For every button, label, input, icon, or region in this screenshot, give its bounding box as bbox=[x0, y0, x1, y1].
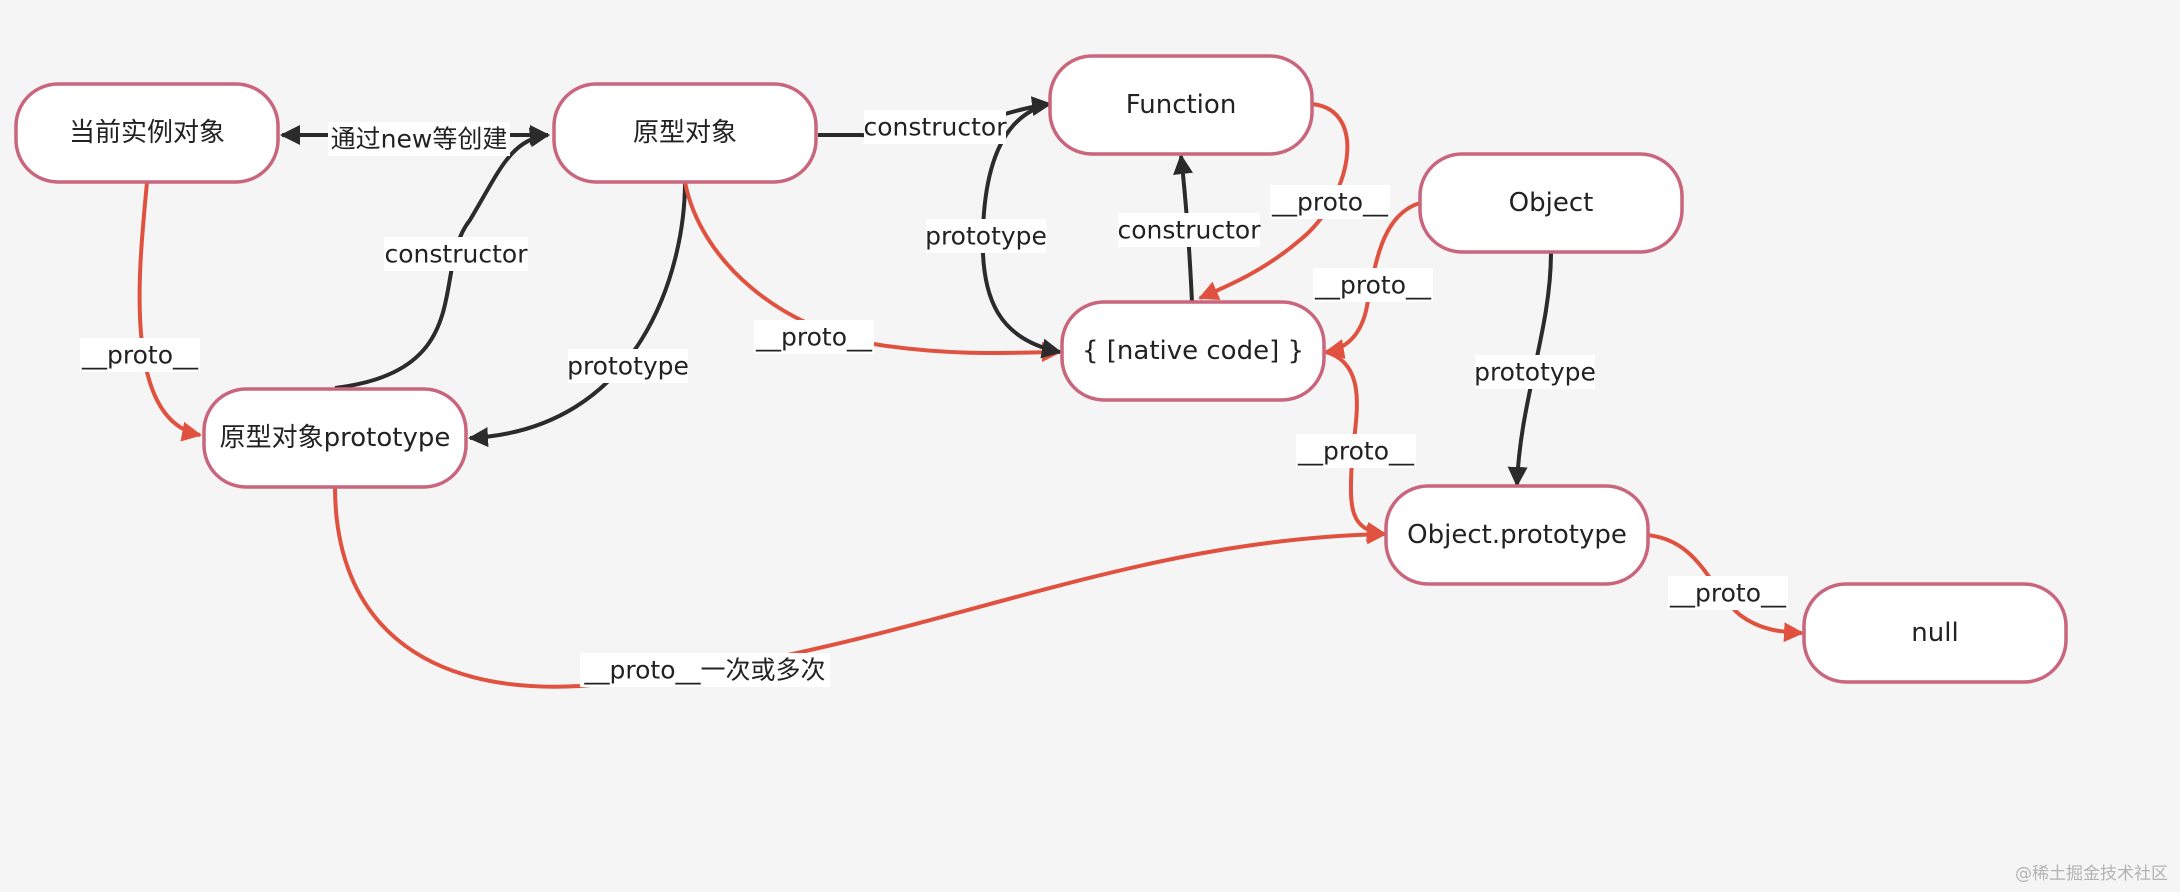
label-protoproto-chain: __proto__一次或多次 bbox=[580, 653, 830, 687]
label-object-prototype-link: prototype bbox=[1474, 355, 1596, 389]
svg-text:原型对象prototype: 原型对象prototype bbox=[220, 423, 451, 453]
label-function-proto: __proto__ bbox=[1270, 185, 1390, 219]
node-prototype-object: 原型对象 bbox=[552, 82, 818, 184]
svg-text:当前实例对象: 当前实例对象 bbox=[69, 118, 225, 148]
svg-text:Object: Object bbox=[1509, 188, 1594, 218]
svg-text:Object.prototype: Object.prototype bbox=[1407, 520, 1627, 550]
svg-text:__proto__: __proto__ bbox=[81, 341, 198, 370]
edge-instance-proto bbox=[137, 181, 202, 442]
svg-text:通过new等创建: 通过new等创建 bbox=[331, 125, 508, 154]
node-null: null bbox=[1802, 582, 2068, 684]
label-proto-prototype: prototype bbox=[567, 349, 689, 383]
label-proto-obj-constructor: constructor bbox=[864, 110, 1008, 144]
svg-text:原型对象: 原型对象 bbox=[633, 118, 737, 148]
svg-text:__proto__: __proto__ bbox=[755, 323, 872, 352]
node-object: Object bbox=[1418, 152, 1684, 254]
node-object-prototype: Object.prototype bbox=[1384, 484, 1650, 586]
svg-text:constructor: constructor bbox=[864, 113, 1008, 142]
watermark: @稀土掘金技术社区 bbox=[2015, 864, 2168, 884]
label-created-via-new: 通过new等创建 bbox=[328, 122, 510, 156]
node-function: Function bbox=[1048, 54, 1314, 156]
edge-protoproto-chain bbox=[333, 486, 1387, 689]
label-object-proto: __proto__ bbox=[1313, 268, 1433, 302]
node-instance: 当前实例对象 bbox=[14, 82, 280, 184]
label-proto-obj-to-native: __proto__ bbox=[754, 320, 874, 354]
svg-text:prototype: prototype bbox=[1474, 358, 1596, 387]
svg-text:__proto__: __proto__ bbox=[1314, 271, 1431, 300]
svg-text:__proto__一次或多次: __proto__一次或多次 bbox=[584, 656, 826, 685]
edge-proto-prototype bbox=[468, 181, 687, 448]
edge-object-prototype-null bbox=[1646, 533, 1804, 643]
svg-text:prototype: prototype bbox=[567, 352, 689, 381]
node-prototype-object-prototype: 原型对象prototype bbox=[202, 387, 468, 489]
svg-text:__proto__: __proto__ bbox=[1271, 188, 1388, 217]
label-native-proto: __proto__ bbox=[1296, 434, 1416, 468]
svg-text:Function: Function bbox=[1126, 90, 1237, 120]
label-native-constructor: constructor bbox=[1118, 213, 1262, 247]
svg-text:prototype: prototype bbox=[925, 222, 1047, 251]
svg-text:__proto__: __proto__ bbox=[1669, 579, 1786, 608]
edge-function-proto bbox=[1198, 102, 1350, 301]
svg-text:{ [native code] }: { [native code] } bbox=[1082, 336, 1304, 366]
label-instance-proto: __proto__ bbox=[80, 338, 200, 372]
svg-text:null: null bbox=[1911, 618, 1958, 648]
label-function-prototype: prototype bbox=[925, 219, 1047, 253]
node-native-code: { [native code] } bbox=[1060, 300, 1326, 402]
label-object-prototype-null: __proto__ bbox=[1668, 576, 1788, 610]
svg-text:constructor: constructor bbox=[1118, 216, 1262, 245]
label-proto-constructor: constructor bbox=[384, 237, 528, 271]
svg-text:__proto__: __proto__ bbox=[1297, 437, 1414, 466]
svg-text:constructor: constructor bbox=[385, 240, 529, 269]
